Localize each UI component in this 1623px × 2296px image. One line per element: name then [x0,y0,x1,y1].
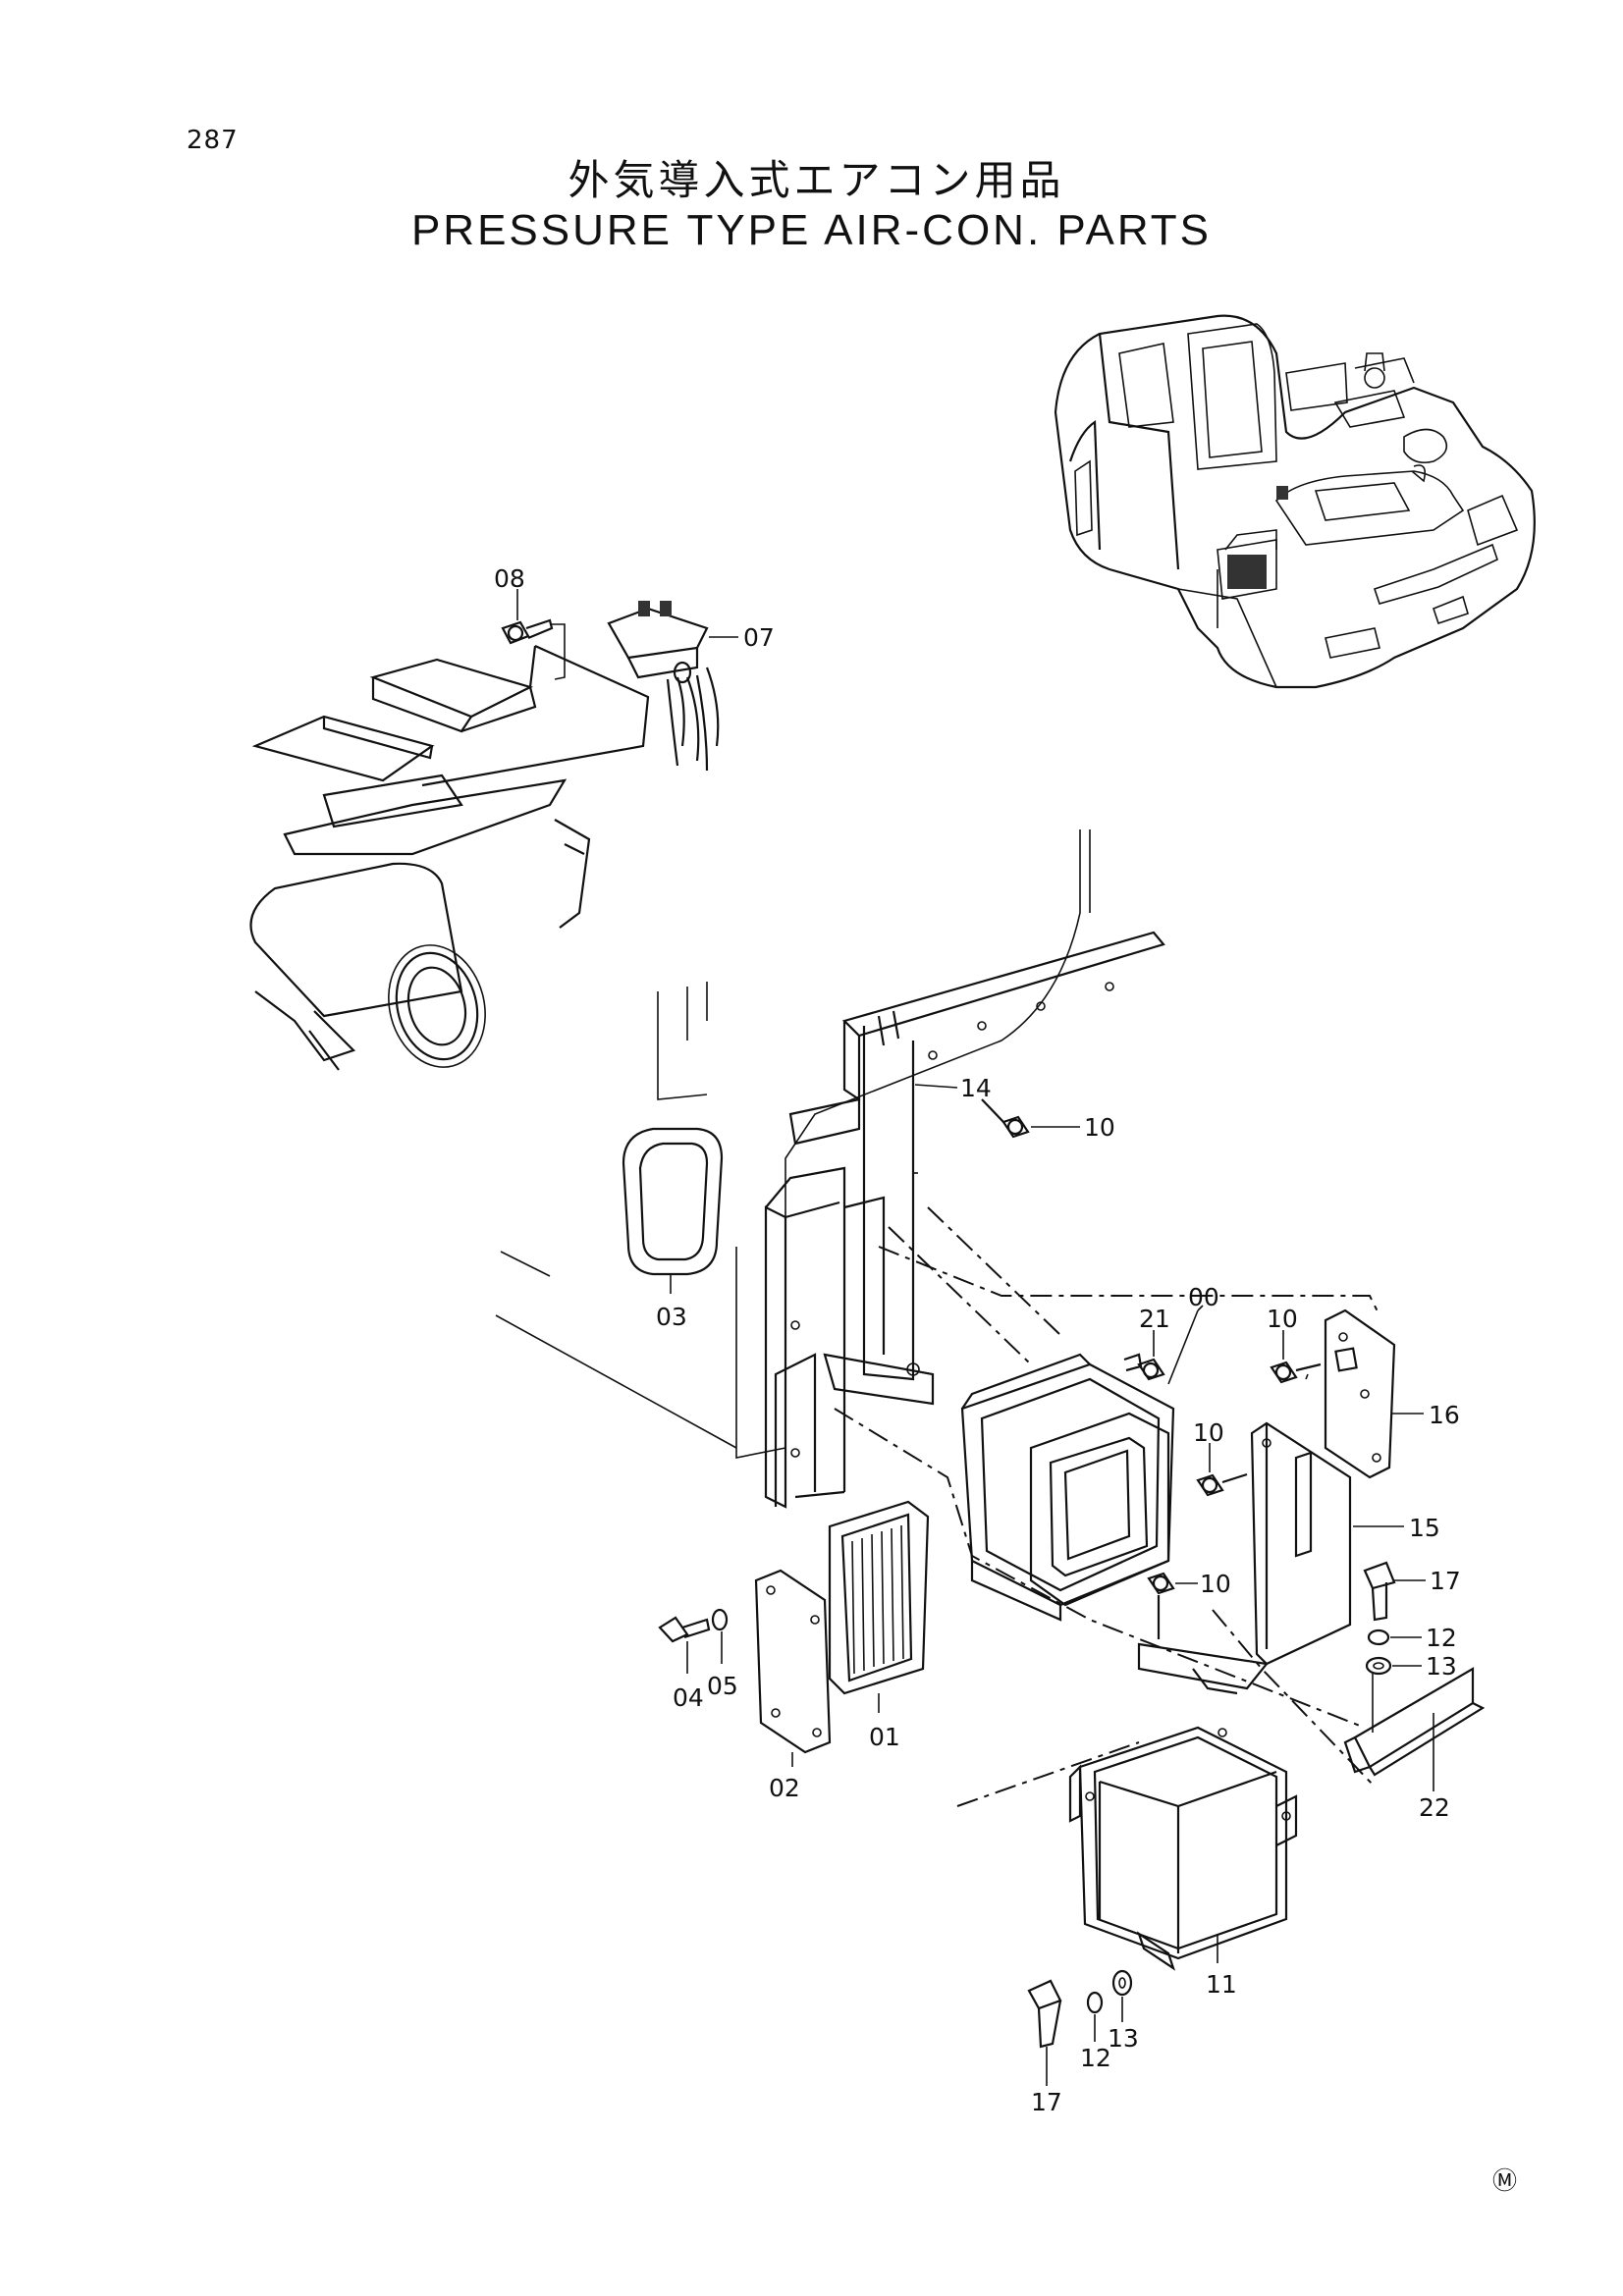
part-14-frame [764,931,1165,1509]
callout-17-bottom: 17 [1031,2088,1062,2116]
part-05-washer [711,1608,729,1664]
cab-outline [495,829,1091,1459]
callout-12-right: 12 [1426,1624,1457,1652]
part-10-bolt-a [981,1098,1080,1139]
part-17-bolt-bottom [1027,1979,1062,2086]
part-15-bracket [1137,1421,1404,1695]
part-12-lockwasher-bottom [1086,1991,1104,2042]
part-03-gasket [622,1127,724,1294]
callout-05: 05 [707,1672,738,1700]
excavator-location-view [1054,314,1536,689]
part-10-bolt-c [1196,1443,1248,1497]
part-07-switch [607,601,720,772]
callout-10-b: 10 [1267,1305,1298,1333]
callout-03: 03 [656,1303,687,1331]
part-13-washer-right [1365,1656,1422,1733]
callout-14: 14 [960,1074,992,1102]
part-00-duct [960,1353,1175,1622]
callout-10-c: 10 [1193,1418,1224,1447]
callout-labels: 00 01 02 03 04 05 07 08 10 10 10 10 11 1… [494,564,1517,2195]
callout-13-bottom: 13 [1108,2024,1139,2053]
callout-13-right: 13 [1426,1652,1457,1681]
part-13-washer-bottom [1111,1969,1133,2022]
callout-00: 00 [1188,1283,1219,1311]
callout-21: 21 [1139,1305,1170,1333]
part-04-wing-bolt [658,1616,711,1674]
callout-01: 01 [869,1723,900,1751]
callout-15: 15 [1409,1514,1440,1542]
callout-16: 16 [1429,1401,1460,1429]
callout-17-right: 17 [1430,1567,1461,1595]
part-11-cover-box [1068,1726,1298,1971]
part-02-cover [754,1569,832,1767]
part-08-bolt [501,589,566,680]
part-22-angle [1343,1667,1486,1791]
callout-12-bottom: 12 [1080,2044,1111,2072]
callout-08: 08 [494,564,525,593]
title-english: PRESSURE TYPE AIR-CON. PARTS [410,206,1213,254]
part-01-filter [828,1500,930,1713]
mark-m-circle: Ⓜ [1492,2166,1517,2195]
part-12-lockwasher-right [1367,1629,1422,1646]
callout-04: 04 [673,1683,704,1712]
part-16-bracket [1324,1308,1424,1479]
leader-lines [913,1172,1309,1380]
part-21-bolt [1123,1330,1165,1381]
air-con-unit-assembly [249,644,650,1071]
callout-07: 07 [743,623,775,652]
part-10-bolt-d [1147,1572,1198,1639]
part-17-bolt-right [1363,1561,1426,1622]
callout-02: 02 [769,1774,800,1802]
part-10-bolt-b [1270,1330,1322,1384]
callout-22: 22 [1419,1793,1450,1822]
callout-11: 11 [1206,1970,1237,1999]
callout-10-a: 10 [1084,1113,1115,1142]
callout-10-d: 10 [1200,1570,1231,1598]
title-japanese: 外気導入式エアコン用品 [568,156,1065,204]
page-number: 287 [187,126,239,155]
